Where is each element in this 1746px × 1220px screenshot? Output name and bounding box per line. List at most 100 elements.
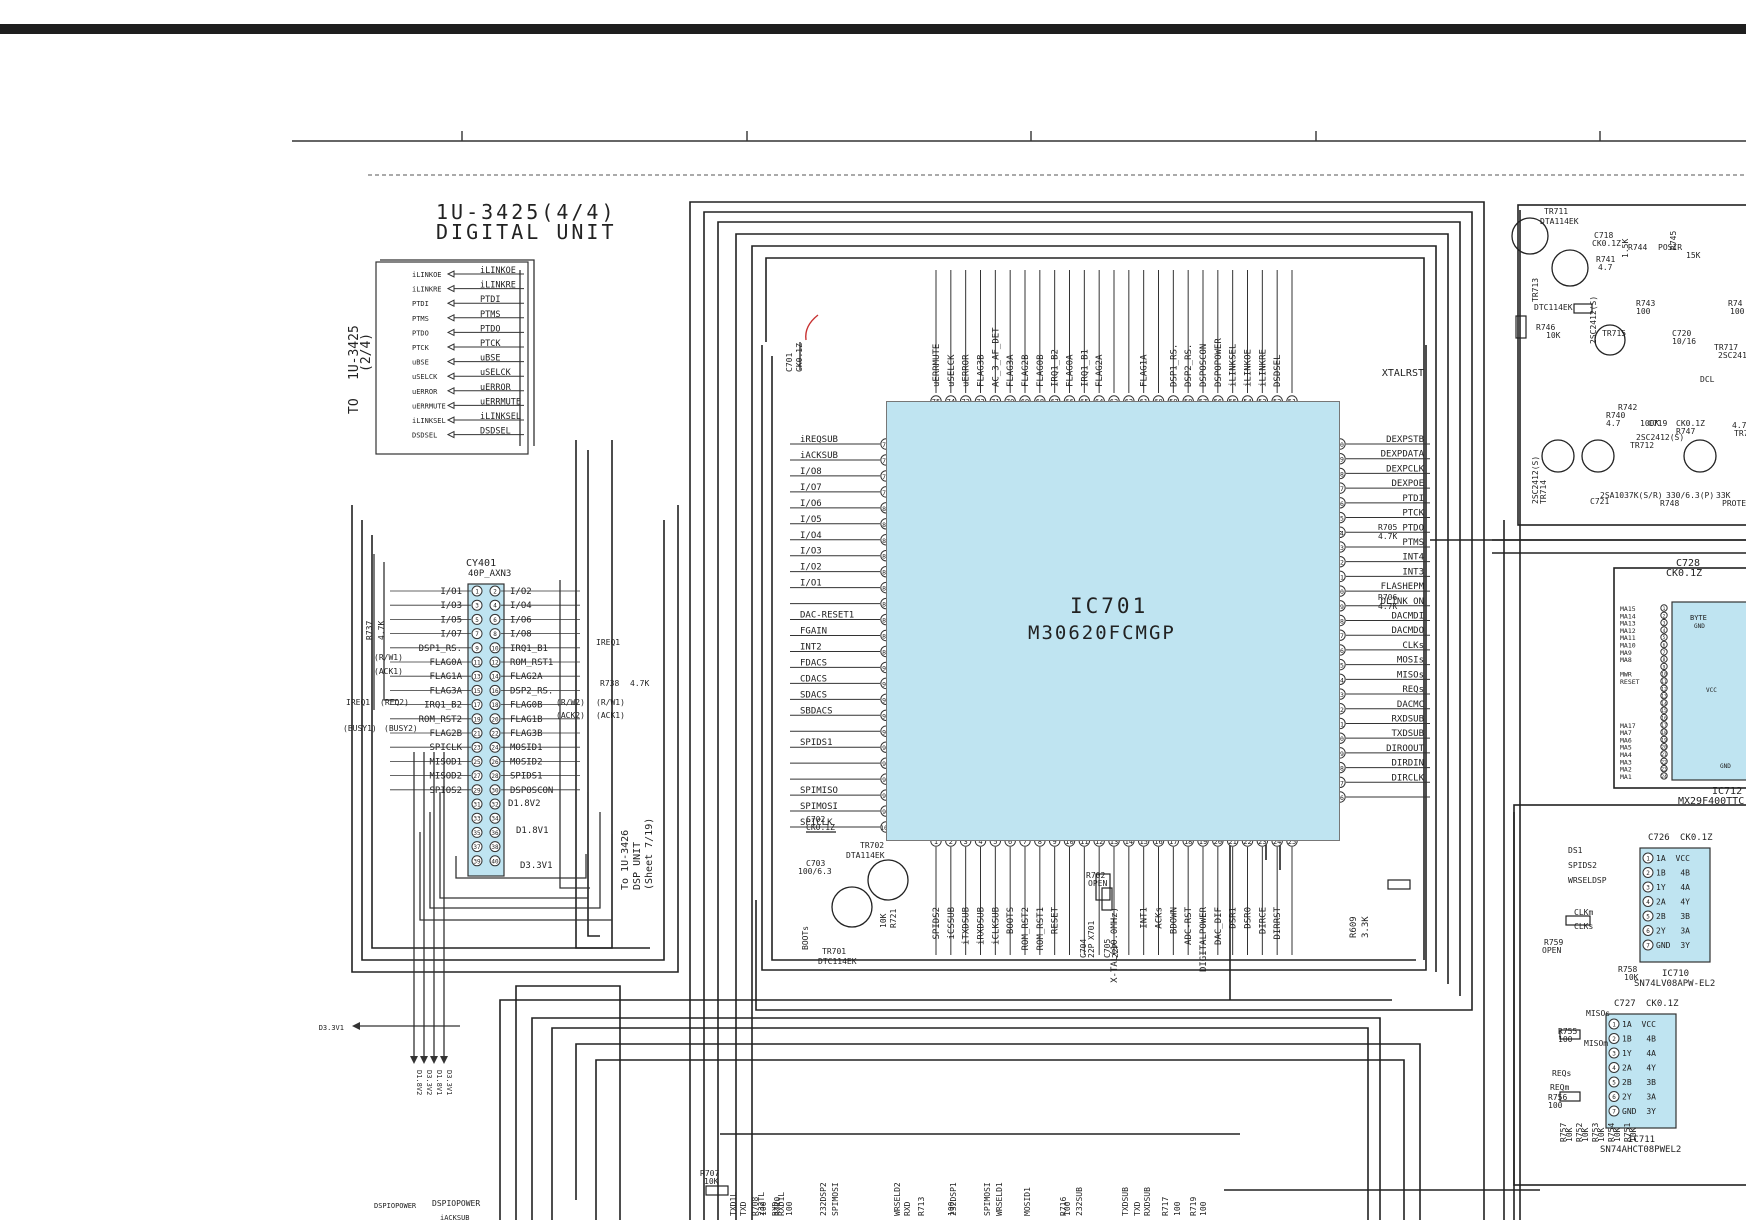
cy401-left-net: FLAG0A xyxy=(429,658,462,668)
pin-number: 17 xyxy=(1169,838,1177,846)
component-label: 4.7 xyxy=(1598,263,1613,272)
pin-circle xyxy=(489,841,501,853)
net-label: REQs xyxy=(1402,685,1424,695)
net-label: DEXPCLK xyxy=(1386,464,1425,474)
cy401-right-net: SPIDS1 xyxy=(510,772,543,782)
cy401-right-net: FLAG3B xyxy=(510,729,543,739)
component-label: 100 xyxy=(1636,307,1651,316)
connector-arrow xyxy=(446,313,455,322)
component-label: 100 xyxy=(1730,307,1745,316)
connector-arrow xyxy=(446,386,455,395)
gate-net: R752 xyxy=(1575,1123,1584,1142)
net-label: FGAIN xyxy=(800,627,827,637)
rw-tag: (R/W2) xyxy=(556,698,585,707)
pin-number: 24 xyxy=(1273,838,1281,846)
connector-pin-label: uBSE xyxy=(412,359,429,367)
ic712-inner: VCC xyxy=(1706,687,1717,694)
pin-number: 19 xyxy=(1199,838,1207,846)
ic712-pin-net: MA12 xyxy=(1620,627,1636,635)
net-label: DSDSEL xyxy=(1273,354,1283,387)
pin-number: 21 xyxy=(1661,752,1667,758)
gate-net: WRSELDSP xyxy=(1568,876,1607,885)
component-label: TR711 xyxy=(1544,207,1568,216)
gate-net: R757 xyxy=(1559,1123,1568,1142)
cy401-left-net: ROM_RST2 xyxy=(419,715,462,725)
bottom-net: 232DSP2 xyxy=(819,1182,828,1216)
top-border-bar xyxy=(0,24,1746,34)
pin-number: 14 xyxy=(1661,701,1667,707)
component-label: C703 xyxy=(806,859,825,868)
net-label: DLINK_ON xyxy=(1381,597,1424,607)
pin-number: 3 xyxy=(475,603,479,610)
bottom-net: R713 xyxy=(917,1197,926,1216)
component-label: 4.7 xyxy=(1606,419,1621,428)
net-label: DACMDI xyxy=(1391,612,1424,622)
gate-pin-name: 2A xyxy=(1656,898,1666,907)
gate-net: REQs xyxy=(1552,1069,1571,1078)
pin-number: 46 xyxy=(1336,500,1344,508)
pin-circle xyxy=(489,613,501,625)
pin-number: 39 xyxy=(1336,603,1344,611)
pin-number: 20 xyxy=(491,716,499,723)
pin-number: 1 xyxy=(475,589,479,596)
pin-circle xyxy=(471,684,483,696)
connector-net: DSDSEL xyxy=(480,427,511,437)
pin-number: 22 xyxy=(491,731,499,738)
pin-circle xyxy=(489,585,501,597)
pin-circle xyxy=(1660,772,1668,780)
pin-number: 36 xyxy=(1336,647,1344,655)
component-label: 33K xyxy=(1716,491,1731,500)
component-label: C718 xyxy=(1594,231,1613,240)
connector-arrow xyxy=(446,430,455,439)
component-label: R721 xyxy=(889,909,898,928)
pin-circle xyxy=(1660,684,1668,692)
bottom-net: R717 xyxy=(1161,1197,1170,1216)
gate-net: R754 xyxy=(1607,1123,1616,1142)
pin-circle xyxy=(1608,1018,1620,1030)
component-label: TR713 xyxy=(1531,278,1540,302)
net-label: iACKSUB xyxy=(800,451,838,461)
pin-number: 4 xyxy=(1612,1065,1616,1072)
pin-number: 2 xyxy=(949,838,953,846)
component-label: R742 xyxy=(1618,403,1637,412)
pin-circle xyxy=(471,713,483,725)
connector-arrow xyxy=(446,416,455,424)
component-label: R74 xyxy=(1728,299,1743,308)
component-label: 2SC2412(S) xyxy=(1531,456,1540,504)
pin-number: 7 xyxy=(1646,943,1650,950)
gate-chip-cap: C726 xyxy=(1648,833,1670,843)
connector-pin-label: iLINKOE xyxy=(412,271,442,279)
pin-number: 32 xyxy=(1336,706,1344,714)
pin-number: 6 xyxy=(493,617,497,624)
pin-number: 37 xyxy=(473,844,481,851)
connector-net: uERROR xyxy=(480,383,512,393)
pin-circle xyxy=(1660,670,1668,678)
net-label: MOSIs xyxy=(1397,656,1424,666)
pin-circle xyxy=(1660,743,1668,751)
net-label: ACKs xyxy=(1155,907,1165,929)
pin-number: 20 xyxy=(1661,745,1667,751)
ic712-pin-net: RESET xyxy=(1620,678,1640,686)
component-label: 100/6.3 xyxy=(798,867,832,876)
ic712-pin-net: MA5 xyxy=(1620,744,1632,752)
pin-number: 8 xyxy=(1663,657,1666,663)
cy401-right-net: I/O4 xyxy=(510,601,532,611)
pin-circle xyxy=(1642,925,1654,936)
pin-number: 27 xyxy=(473,773,481,780)
pin-circle xyxy=(489,684,501,696)
connector-pin-label: PTDO xyxy=(412,329,429,337)
gate-chip-cap-value: CK0.1Z xyxy=(1646,999,1679,1009)
gate-net: OPEN xyxy=(1542,946,1561,955)
net-label: SPIDS2 xyxy=(932,907,942,940)
pin-circle xyxy=(471,784,483,796)
net-label: SPICLK xyxy=(800,818,833,828)
pin-number: 47 xyxy=(1336,485,1344,493)
ic712-pin-net: MA8 xyxy=(1620,656,1632,664)
connector-pin-label: iLINKSEL xyxy=(412,417,446,425)
gate-net: 100 xyxy=(1548,1101,1563,1110)
component-label: C705 xyxy=(1103,939,1112,958)
gate-pin-name: 1B xyxy=(1656,869,1666,878)
unit-name: DIGITAL UNIT xyxy=(436,220,617,244)
net-label: DACMDO xyxy=(1391,626,1424,636)
